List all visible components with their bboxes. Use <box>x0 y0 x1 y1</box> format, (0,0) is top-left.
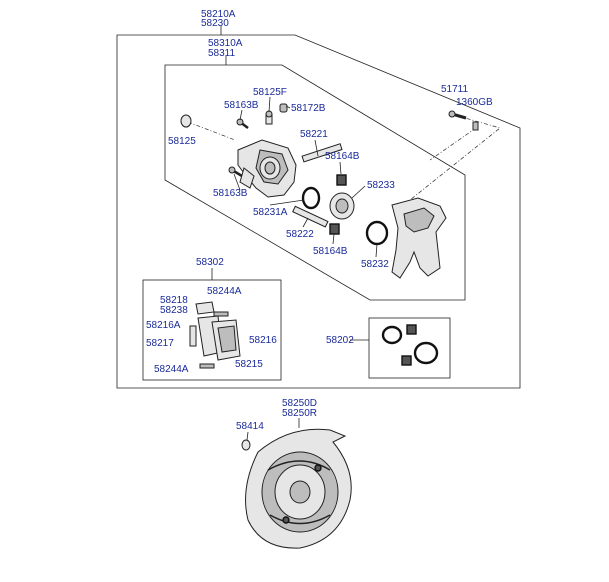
bleeder-58125f <box>265 110 273 125</box>
boot-58164b-top <box>336 174 347 186</box>
cap-58125 <box>180 114 192 128</box>
leader-58125f <box>268 96 271 113</box>
leader-58164b-bottom <box>332 233 335 245</box>
label-51711: 51711 <box>441 84 469 95</box>
label-58125: 58125 <box>168 136 196 147</box>
label-58414: 58414 <box>236 421 264 432</box>
boot-58164b-bottom <box>329 223 340 235</box>
label-58172b: 58172B <box>291 103 326 114</box>
label-58302: 58302 <box>196 257 224 268</box>
label-58231a: 58231A <box>253 207 288 218</box>
backing-plate-58250 <box>245 428 352 549</box>
leader-58222 <box>302 217 309 228</box>
bolt-51711 <box>448 110 467 120</box>
label-58311: 58311 <box>208 48 236 59</box>
piston-58233 <box>329 192 355 220</box>
bolt-58163b-bottom <box>228 166 243 178</box>
label-58233: 58233 <box>367 180 395 191</box>
label-58244a-bottom: 58244A <box>154 364 189 375</box>
leader-58232 <box>375 243 378 258</box>
leader-58414 <box>246 431 249 441</box>
caliper-housing-frame <box>164 64 466 301</box>
label-58125f: 58125F <box>253 87 287 98</box>
bolt-58163b-top <box>236 118 249 129</box>
leader-58163b-bottom <box>233 173 241 191</box>
caliper-carrier-bracket <box>391 197 447 279</box>
leader-58221 <box>314 139 319 157</box>
label-58216a: 58216A <box>146 320 181 331</box>
dash-1360gb <box>429 127 477 161</box>
bolt-58414 <box>241 439 251 451</box>
label-58164b-bottom: 58164B <box>313 246 348 257</box>
seal-kit-frame <box>368 317 451 379</box>
label-58232: 58232 <box>361 259 389 270</box>
seal-58232 <box>365 220 389 246</box>
brake-pads <box>189 301 241 369</box>
seal-58231a <box>301 186 321 210</box>
leader-58231a <box>269 199 305 206</box>
guide-pin-58221 <box>301 143 343 163</box>
cap-58172b <box>279 103 288 113</box>
caliper-housing <box>237 139 297 198</box>
leader-58172b <box>285 105 291 109</box>
leader-58164b-top <box>339 161 342 175</box>
label-58216: 58216 <box>249 335 277 346</box>
label-58230: 58230 <box>201 18 229 29</box>
seal-kit-parts <box>381 324 439 366</box>
label-58163b-top: 58163B <box>224 100 259 111</box>
label-58221: 58221 <box>300 129 328 140</box>
label-58310a: 58310A <box>208 38 243 49</box>
label-1360gb: 1360GB <box>456 97 493 108</box>
clip-1360gb <box>472 121 479 131</box>
label-58163b-bottom: 58163B <box>213 188 248 199</box>
label-58238: 58238 <box>160 305 188 316</box>
label-58164b-top: 58164B <box>325 151 360 162</box>
label-58210a: 58210A <box>201 9 236 20</box>
label-58218: 58218 <box>160 295 188 306</box>
leader-58233 <box>351 185 366 199</box>
caliper-assembly-frame <box>116 34 521 389</box>
label-58222: 58222 <box>286 229 314 240</box>
label-58215: 58215 <box>235 359 263 370</box>
dash-51711 <box>409 115 501 201</box>
label-58244a-top: 58244A <box>207 286 242 297</box>
label-58217: 58217 <box>146 338 174 349</box>
label-58250d: 58250D <box>282 398 317 409</box>
label-58250r: 58250R <box>282 408 317 419</box>
label-58202: 58202 <box>326 335 354 346</box>
leader-58163b <box>239 109 243 121</box>
guide-pin-58222 <box>292 205 329 228</box>
